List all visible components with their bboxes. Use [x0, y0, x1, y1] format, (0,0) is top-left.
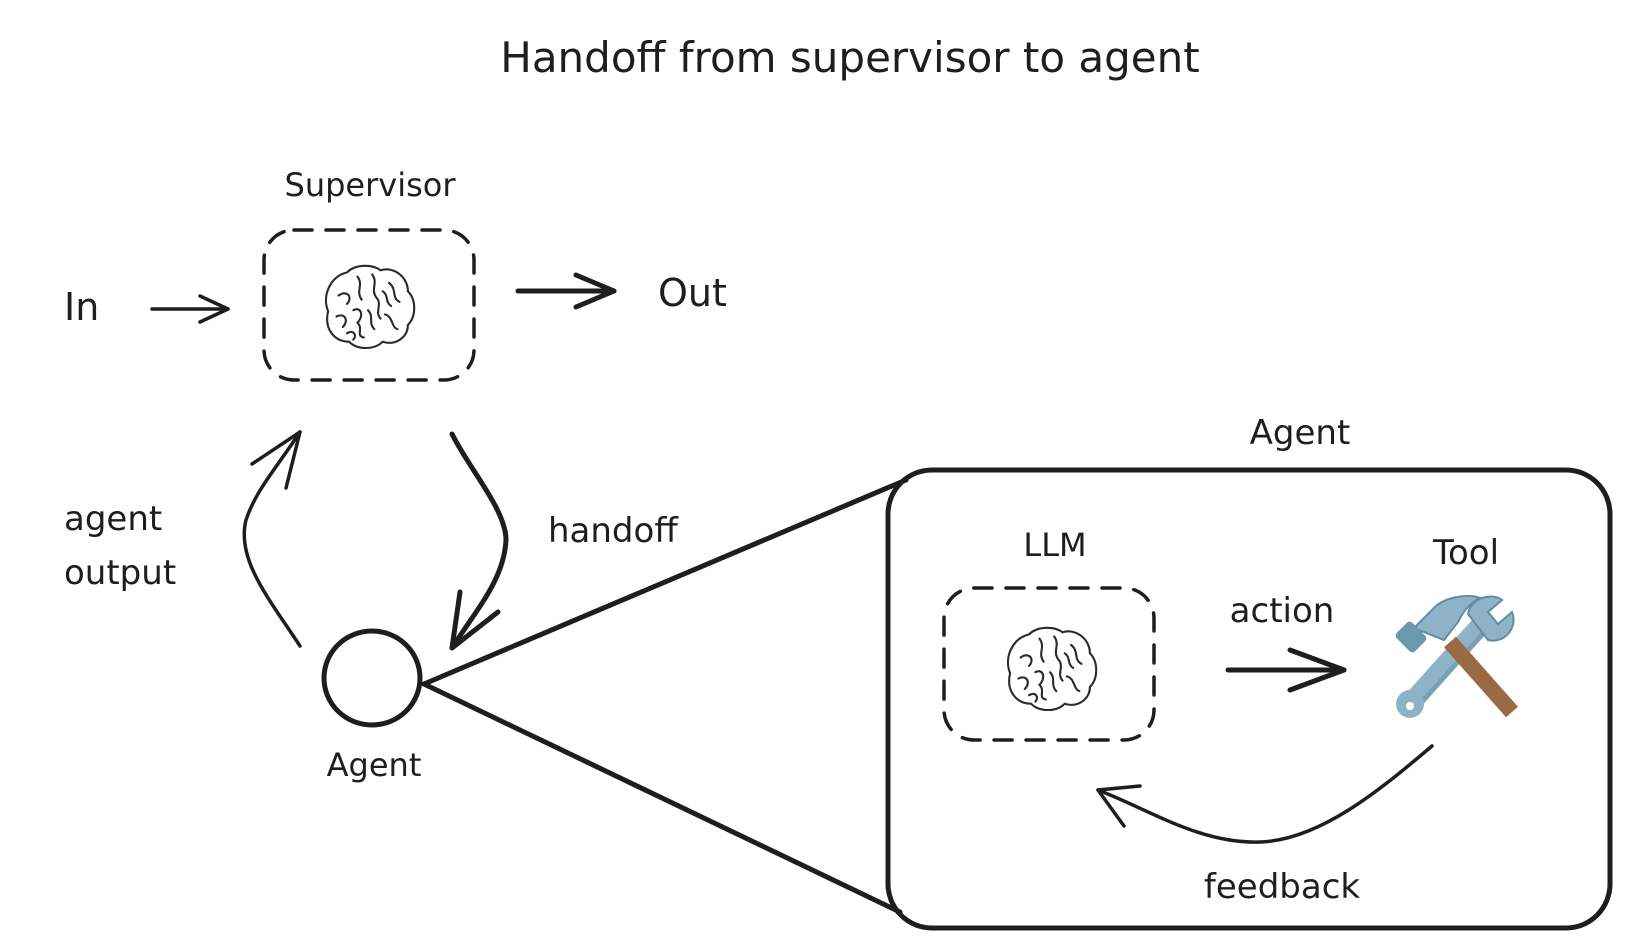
- llm-node[interactable]: [942, 586, 1156, 742]
- hammer-and-wrench-icon: [1395, 595, 1518, 718]
- diagram-title: Handoff from supervisor to agent: [500, 33, 1200, 82]
- action-arrow: [1225, 647, 1347, 693]
- input-label: In: [64, 285, 99, 329]
- input-arrow: [150, 294, 230, 324]
- supervisor-brain-icon: [324, 264, 416, 350]
- handoff-arrow: [449, 431, 509, 651]
- agent-output-label-line2: output: [64, 553, 176, 593]
- feedback-arrow: [1096, 744, 1434, 844]
- agent-node[interactable]: [321, 628, 423, 728]
- tool-label: Tool: [1432, 533, 1499, 573]
- supervisor-label: Supervisor: [285, 166, 457, 204]
- zoom-connector-lines: [421, 477, 909, 915]
- feedback-label: feedback: [1204, 867, 1360, 907]
- action-label: action: [1230, 591, 1335, 631]
- output-label: Out: [658, 271, 727, 315]
- supervisor-node[interactable]: [262, 228, 476, 382]
- llm-label: LLM: [1023, 526, 1086, 564]
- handoff-label: handoff: [548, 511, 679, 551]
- agent-node-label: Agent: [327, 746, 422, 784]
- llm-brain-icon: [1006, 626, 1098, 712]
- agent-output-arrow: [242, 430, 302, 648]
- agent-detail-label: Agent: [1250, 413, 1351, 453]
- agent-output-label-line1: agent: [64, 499, 162, 539]
- agent-detail-box: [885, 467, 1613, 931]
- output-arrow: [515, 272, 617, 310]
